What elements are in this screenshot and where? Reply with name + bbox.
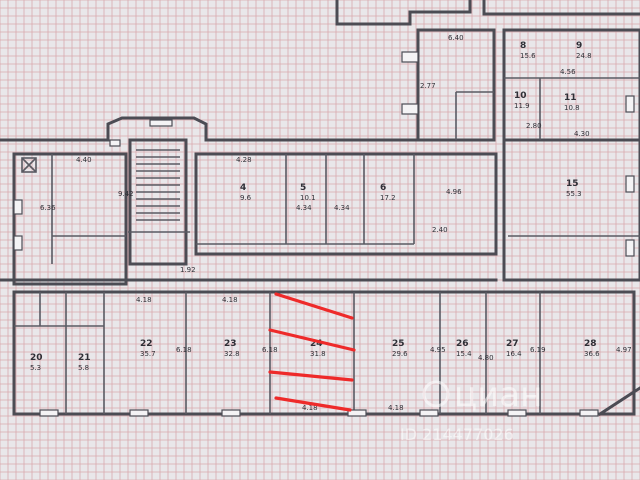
dimension-label: 6.40	[448, 34, 464, 42]
room-label: 4	[240, 183, 246, 193]
room-label: 23	[224, 339, 237, 349]
dimension-label: 4.95	[430, 346, 446, 354]
room-label: 9	[576, 41, 582, 51]
hatch-line	[274, 292, 354, 320]
dimension-label: 4.30	[574, 130, 590, 138]
watermark: циан ID 214477026	[400, 375, 542, 444]
dimension-label: 4.18	[222, 296, 238, 304]
room-labels: 8 15.6 9 24.8 10 11.9 11 10.8 4 9.6 5 10…	[30, 41, 600, 372]
room-area: 24.8	[576, 52, 592, 60]
dimension-label: 4.56	[560, 68, 576, 76]
dimension-label: 4.18	[388, 404, 404, 412]
room-area: 9.6	[240, 194, 252, 202]
selected-room-hatch	[268, 292, 356, 412]
hatch-line	[274, 396, 352, 412]
room-label: 25	[392, 339, 405, 349]
dimension-labels: 6.40 4.56 4.30 4.18 4.18 4.18 4.18 4.28 …	[40, 34, 632, 412]
dimension-label: 4.18	[136, 296, 152, 304]
dimension-label: 4.96	[446, 188, 462, 196]
watermark-logo-icon	[422, 380, 450, 408]
room-label: 10	[514, 91, 527, 101]
room-label: 20	[30, 353, 43, 363]
room-area: 35.7	[140, 350, 156, 358]
room-label: 8	[520, 41, 526, 51]
room-area: 10.1	[300, 194, 316, 202]
dimension-label: 4.34	[296, 204, 312, 212]
room-label: 22	[140, 339, 153, 349]
room-area: 32.8	[224, 350, 240, 358]
room-area: 5.8	[78, 364, 89, 372]
room-area: 10.8	[564, 104, 580, 112]
room-label: 11	[564, 93, 577, 103]
dimension-label: 2.40	[432, 226, 448, 234]
room-area: 15.4	[456, 350, 472, 358]
room-area: 55.3	[566, 190, 582, 198]
room-area: 5.3	[30, 364, 41, 372]
room-area: 29.6	[392, 350, 408, 358]
watermark-name: циан	[454, 375, 542, 415]
room-area: 31.8	[310, 350, 326, 358]
dimension-label: 4.80	[478, 354, 494, 362]
room-label: 5	[300, 183, 306, 193]
dimension-label: 6.18	[176, 346, 192, 354]
walls-main-block	[0, 116, 498, 286]
room-label: 26	[456, 339, 469, 349]
room-area: 11.9	[514, 102, 530, 110]
dimension-label: 2.80	[526, 122, 542, 130]
walls-bottom-row	[12, 290, 640, 417]
room-area: 15.6	[520, 52, 536, 60]
dimension-label: 6.19	[530, 346, 546, 354]
dimension-label: 6.18	[262, 346, 278, 354]
dimension-label: 4.40	[76, 156, 92, 164]
room-label: 15	[566, 179, 579, 189]
window-marks	[13, 51, 635, 417]
room-area: 36.6	[584, 350, 600, 358]
dimension-label: 4.97	[616, 346, 632, 354]
walls-top-wing	[335, 0, 640, 282]
staircase	[21, 149, 180, 221]
dimension-label: 4.18	[302, 404, 318, 412]
room-area: 17.2	[380, 194, 396, 202]
dimension-label: 6.36	[40, 204, 56, 212]
dimension-label: 4.34	[334, 204, 350, 212]
room-label: 27	[506, 339, 519, 349]
room-area: 16.4	[506, 350, 522, 358]
room-label: 28	[584, 339, 597, 349]
hatch-line	[268, 328, 356, 352]
dimension-label: 2.77	[420, 82, 436, 90]
dimension-label: 1.92	[180, 266, 196, 274]
room-label: 6	[380, 183, 386, 193]
room-label: 21	[78, 353, 91, 363]
dimension-label: 4.28	[236, 156, 252, 164]
room-label: 24	[310, 339, 323, 349]
watermark-id: ID 214477026	[400, 425, 514, 444]
hatch-line	[268, 370, 354, 382]
dimension-label: 9.42	[118, 190, 134, 198]
